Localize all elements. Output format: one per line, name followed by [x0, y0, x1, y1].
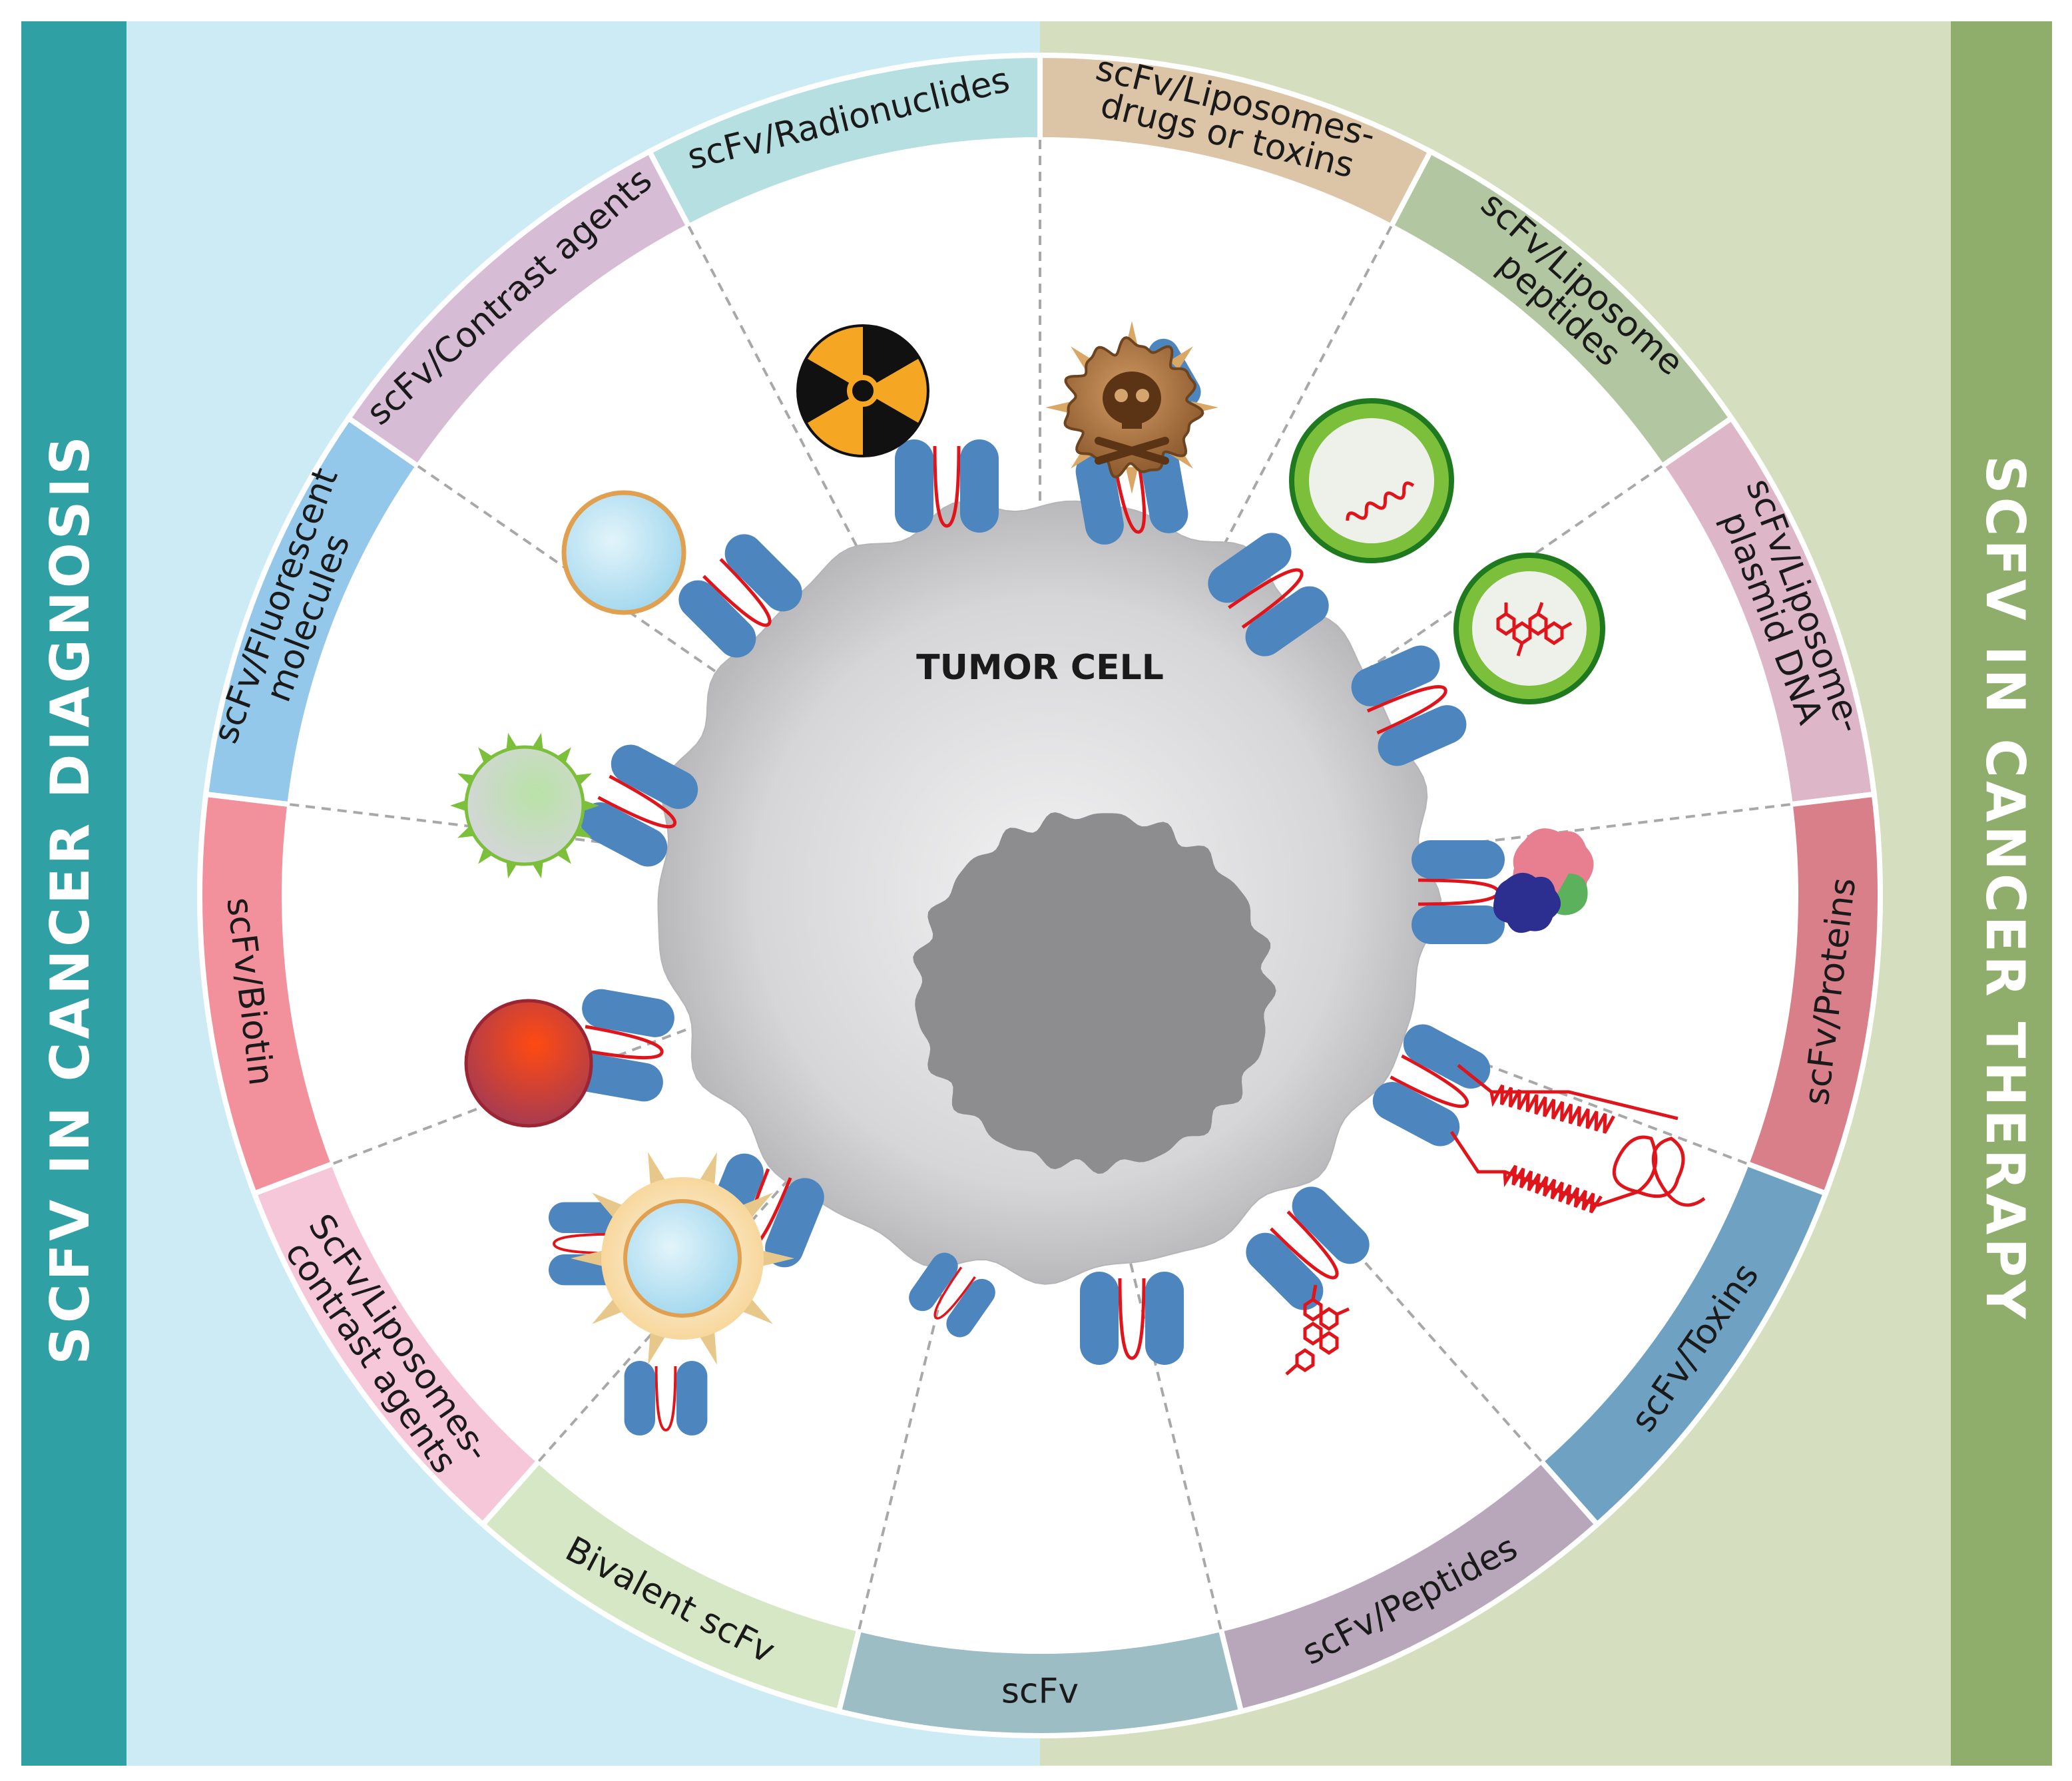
spike-mark: [571, 1250, 605, 1267]
protein-icon: [1493, 828, 1594, 933]
spike-mark: [450, 800, 468, 812]
right-panel-title: SCFV IN CANCER THERAPY: [1974, 455, 2036, 1322]
spike-mark: [581, 800, 599, 812]
scfv-fragment: [1208, 533, 1329, 656]
scfv-fragment: [895, 439, 999, 533]
left-panel-title: SCFV IN CANCER DIAGNOSIS: [39, 433, 101, 1364]
skull-liposome-icon: [1045, 321, 1218, 494]
spike-mark: [698, 1330, 717, 1365]
contrast-agent-icon: [561, 490, 686, 615]
contrast-liposome-icon: [571, 1152, 794, 1365]
cell-nucleus: [913, 812, 1276, 1174]
segment-label: scFv: [1001, 1672, 1079, 1712]
fluorescent-icon: [450, 732, 599, 879]
radiation-icon: [796, 324, 929, 457]
spike-mark: [698, 1152, 717, 1187]
tumor-cell: TUMOR CELL: [657, 500, 1441, 1285]
spike-mark: [648, 1330, 666, 1365]
scfv-fragment: [571, 989, 674, 1102]
left-title-bar: [21, 21, 127, 1766]
spike-mark: [1125, 467, 1139, 494]
scfv-fragment: [1412, 840, 1505, 944]
scfv-fragment: [624, 1361, 708, 1435]
segment-band: [646, 52, 1043, 230]
toxin-icon: [1449, 1064, 1706, 1214]
tumor-cell-label: TUMOR CELL: [916, 648, 1164, 688]
spike-mark: [760, 1250, 794, 1267]
scfv-fragment: [909, 1252, 995, 1338]
spike-mark: [648, 1152, 666, 1187]
plasmid-liposome-icon: [1453, 553, 1605, 704]
scfv-fragment: [678, 534, 802, 658]
spike-mark: [1045, 401, 1073, 414]
peptide-icon: [1285, 1284, 1350, 1376]
spike-mark: [1169, 346, 1193, 370]
right-title-bar: [1951, 21, 2052, 1766]
scfv-fragment: [1351, 645, 1467, 766]
scfv-fragment: [580, 744, 698, 867]
scfv-fragment: [1246, 1186, 1370, 1310]
peptide-liposome-icon: [1289, 398, 1454, 563]
scfv-fragment: [1080, 1272, 1184, 1365]
biotin-icon: [464, 999, 593, 1128]
